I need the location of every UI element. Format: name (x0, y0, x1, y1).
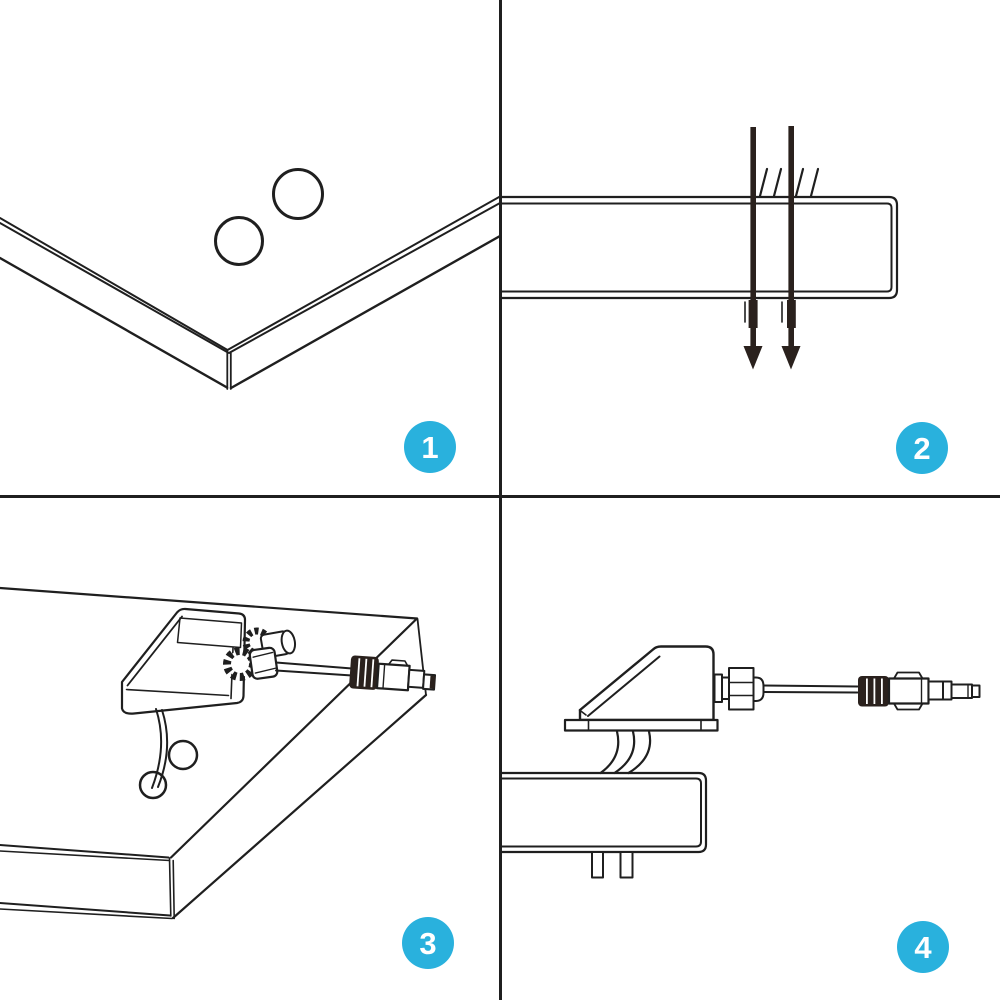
wires-into-panel (599, 730, 652, 775)
step-4-badge: 4 (897, 921, 949, 973)
step-2-panel: 2 (500, 0, 1000, 496)
step-4-panel: 4 (500, 496, 1000, 1000)
step-3-panel: 3 (0, 496, 500, 1000)
gland-base-flange (563, 718, 719, 732)
hole-with-cable-icon (138, 770, 168, 800)
gland-on-panel-isometric-icon (0, 586, 437, 920)
panel-corner-with-two-holes-icon (0, 168, 500, 390)
step-3-badge: 3 (402, 917, 454, 969)
arrow-head-left-icon (743, 346, 763, 370)
arrow-shaft-left (750, 127, 756, 347)
step-1-panel: 1 (0, 0, 500, 496)
gland-wedge-body (578, 645, 715, 722)
mounting-holes (214, 168, 324, 266)
step-3-number: 3 (419, 925, 437, 961)
cable-into-hole (151, 708, 169, 789)
horizontal-divider (0, 495, 1000, 498)
mc4-connector-icon (858, 671, 981, 711)
arrow-head-right-icon (781, 346, 801, 370)
pin-left-icon (591, 851, 604, 879)
hatch-marks (758, 167, 820, 198)
hole-left-icon (214, 216, 264, 266)
panel-holes (138, 739, 199, 800)
hole-empty-icon (167, 739, 199, 771)
gland-hex-nut (713, 667, 765, 711)
arrow-shaft-right (788, 126, 794, 347)
output-cable (275, 661, 353, 677)
mc4-connector-icon (349, 655, 437, 692)
hole-right-icon (272, 168, 324, 220)
step-2-number: 2 (913, 430, 931, 466)
cables-through-panel-icon (500, 126, 899, 370)
output-cable (762, 684, 859, 694)
gland-side-view-icon (500, 645, 981, 879)
panel-side-view-bar (500, 771, 708, 854)
vertical-divider (499, 0, 502, 1000)
step-2-badge: 2 (896, 422, 948, 474)
cable-down-arrows (743, 126, 801, 370)
cable-end-ticks (744, 301, 783, 323)
panel-side-view-bar (500, 195, 899, 300)
step-1-number: 1 (421, 429, 439, 465)
connector-pins (591, 851, 634, 879)
pin-right-icon (619, 851, 634, 879)
panel-corner-drawing (0, 195, 500, 390)
gland-nut-lower (223, 646, 279, 681)
step-1-badge: 1 (404, 421, 456, 473)
step-4-number: 4 (914, 929, 932, 965)
